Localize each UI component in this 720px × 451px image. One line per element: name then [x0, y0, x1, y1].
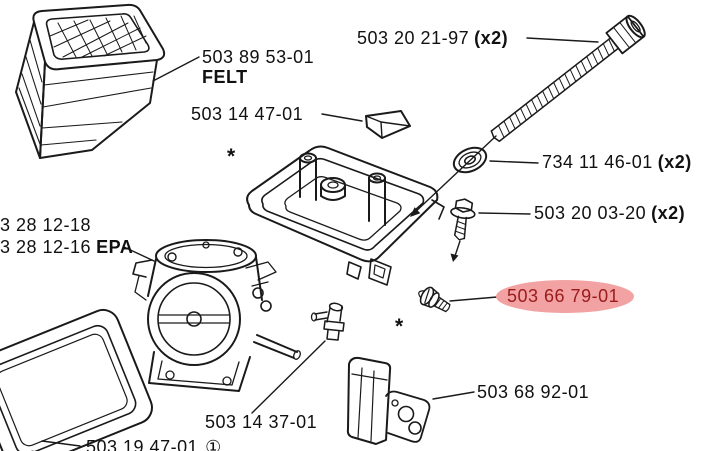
label-felt-number: 503 89 53-01	[202, 47, 315, 67]
part-number: 734 11 46-01	[542, 152, 653, 172]
part-qty: (x2)	[474, 28, 509, 48]
label-flange-bolt: 503 20 03-20(x2)	[534, 203, 686, 224]
carburetor-drawing	[132, 239, 301, 392]
highlight-ellipse	[496, 280, 634, 313]
part-qty: (x2)	[651, 203, 686, 223]
label-highlighted-pump-screw: 503 66 79-01	[507, 286, 620, 306]
filter-mesh-hatch	[49, 15, 147, 58]
label-carburetor-a: 3 28 12-18	[0, 215, 92, 235]
insulator-wedge-drawing	[365, 110, 411, 139]
part-number: 3 28 12-16	[0, 237, 92, 257]
leader-arrowheads	[410, 207, 459, 262]
label-insulator-wedge: 503 14 47-01	[191, 104, 304, 124]
label-intake-spacer: 503 68 92-01	[477, 382, 590, 402]
label-impulse-elbow: 503 14 37-01	[205, 412, 318, 432]
socket-screw-drawing	[490, 14, 646, 142]
pump-screw-drawing	[418, 286, 451, 313]
intake-spacer-drawing	[346, 356, 431, 445]
label-washer: 734 11 46-01(x2)	[542, 152, 692, 173]
asterisk-marker-1: *	[227, 145, 236, 168]
part-number: 503 19 47-01	[86, 437, 199, 451]
asterisk-marker-2: *	[395, 315, 404, 338]
impulse-elbow-drawing	[310, 302, 345, 341]
air-filter-drawing	[15, 3, 166, 159]
part-epa-tag: EPA	[96, 237, 134, 257]
washer-drawing	[452, 146, 488, 174]
filter-pleats	[18, 39, 154, 146]
part-circled-mark: ①	[205, 437, 222, 451]
part-number: 503 20 03-20	[534, 203, 647, 223]
part-number: 503 20 21-97	[357, 28, 470, 48]
filter-holder-drawing	[246, 145, 445, 286]
label-bottom-partial: 503 19 47-01 ①	[86, 437, 222, 451]
flange-bolt-drawing	[450, 198, 476, 241]
label-felt-name: FELT	[202, 67, 248, 87]
gasket-drawing	[0, 308, 153, 451]
part-qty: (x2)	[657, 152, 692, 172]
label-socket-screw: 503 20 21-97(x2)	[357, 28, 509, 49]
